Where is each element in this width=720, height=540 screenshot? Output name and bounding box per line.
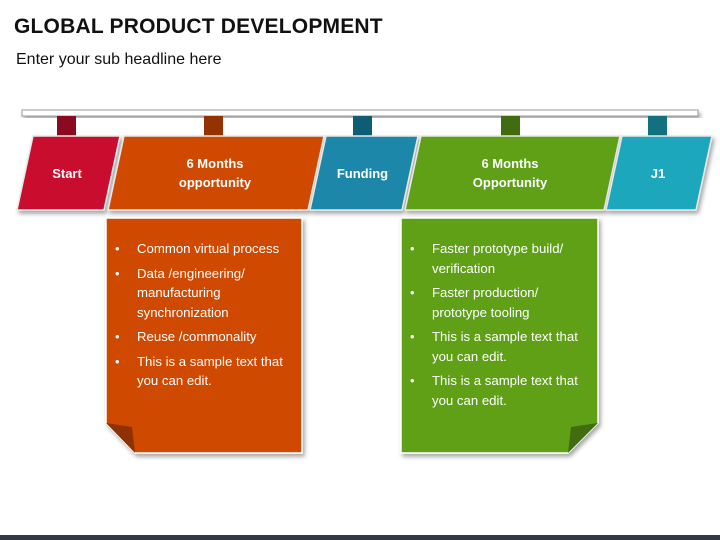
stage-months-opportunity-green-shape (404, 135, 621, 211)
stage-months-opportunity-shape (107, 135, 325, 211)
timeline-rail (21, 109, 699, 117)
list-item: This is a sample text that you can edit. (410, 327, 590, 366)
page-title: GLOBAL PRODUCT DEVELOPMENT (14, 15, 383, 38)
list-item: Reuse /commonality (115, 327, 300, 347)
connector-funding (353, 116, 372, 136)
list-item: Common virtual process (115, 239, 300, 259)
box-orange-fold (106, 423, 135, 453)
green-box-list: Faster prototype build/ verification Fas… (410, 239, 590, 415)
stage-j1-label: J1 (650, 165, 666, 181)
orange-box-list: Common virtual process Data /engineering… (115, 239, 300, 396)
stage-funding-shape (309, 135, 419, 211)
page-subtitle: Enter your sub headline here (16, 51, 222, 68)
list-item: This is a sample text that you can edit. (410, 371, 590, 410)
stage-start-shape (16, 135, 121, 211)
list-item: Data /engineering/ manufacturing synchro… (115, 264, 300, 323)
connector-start (57, 116, 76, 136)
list-item: This is a sample text that you can edit. (115, 352, 300, 391)
footer-bar (0, 535, 720, 540)
list-item: Faster production/ prototype tooling (410, 283, 590, 322)
box-green-fold (568, 423, 598, 453)
connector-months-opportunity-green (501, 116, 520, 136)
connector-j1 (648, 116, 667, 136)
stage-months-opportunity-label: 6 Months opportunity (178, 156, 252, 190)
connector-months-opportunity (204, 116, 223, 136)
stage-funding-label: Funding (336, 165, 389, 181)
stage-start-label: Start (52, 165, 82, 181)
stage-months-opportunity-green-label: 6 Months Opportunity (472, 156, 548, 190)
list-item: Faster prototype build/ verification (410, 239, 590, 278)
stage-j1-shape (605, 135, 713, 211)
